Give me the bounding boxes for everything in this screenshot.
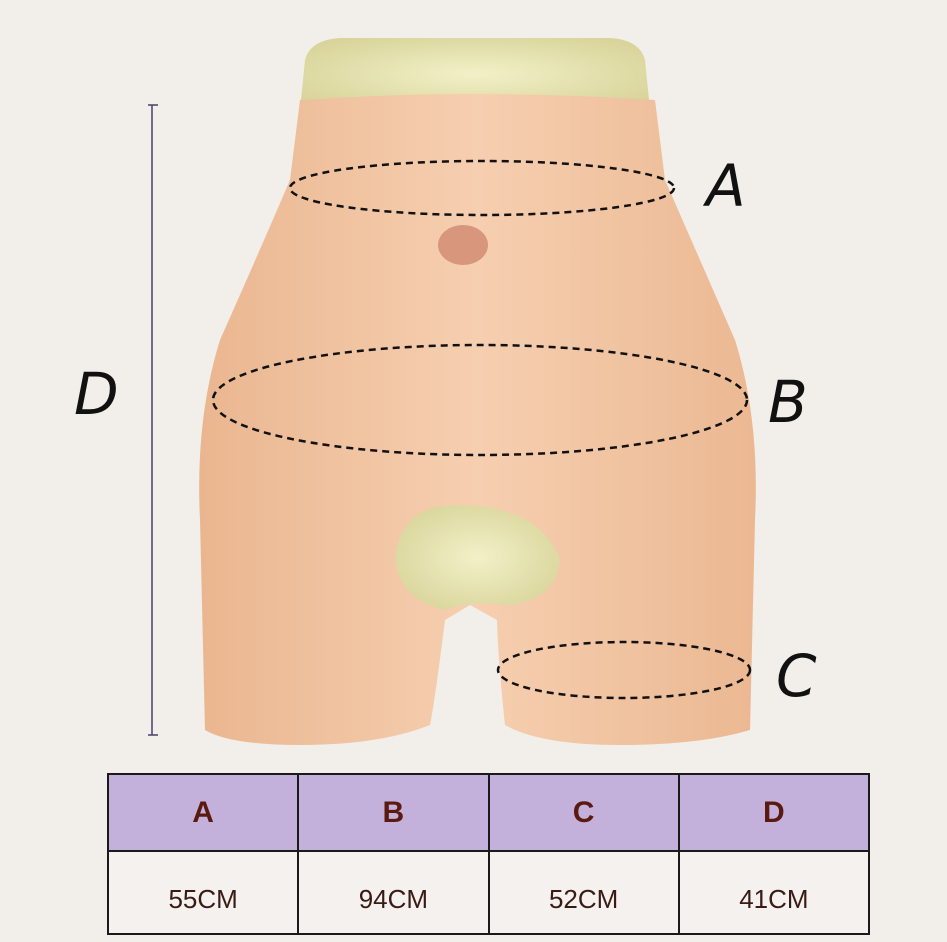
- measure-line-a: [288, 159, 676, 217]
- label-a: A: [706, 152, 746, 220]
- value-d: 41CM: [677, 850, 871, 935]
- measure-line-d: [148, 104, 158, 736]
- header-c: C: [487, 773, 680, 852]
- navel: [438, 225, 488, 265]
- value-b: 94CM: [297, 850, 490, 935]
- header-d: D: [677, 773, 871, 852]
- label-d: D: [74, 360, 119, 428]
- value-c: 52CM: [487, 850, 680, 935]
- measure-line-c: [496, 640, 752, 700]
- label-c: C: [776, 642, 817, 710]
- label-b: B: [768, 368, 808, 436]
- table-row: 55CM 94CM 52CM 41CM: [106, 850, 871, 935]
- table-header-row: A B C D: [106, 773, 871, 852]
- waist-opening: [300, 38, 650, 110]
- crotch-opening: [395, 505, 560, 610]
- header-a: A: [106, 773, 300, 852]
- header-b: B: [297, 773, 490, 852]
- value-a: 55CM: [106, 850, 300, 935]
- measure-line-b: [211, 343, 749, 457]
- size-table: A B C D 55CM 94CM 52CM 41CM: [106, 773, 871, 935]
- product-figure: [148, 38, 756, 745]
- body-shorts: [199, 94, 756, 745]
